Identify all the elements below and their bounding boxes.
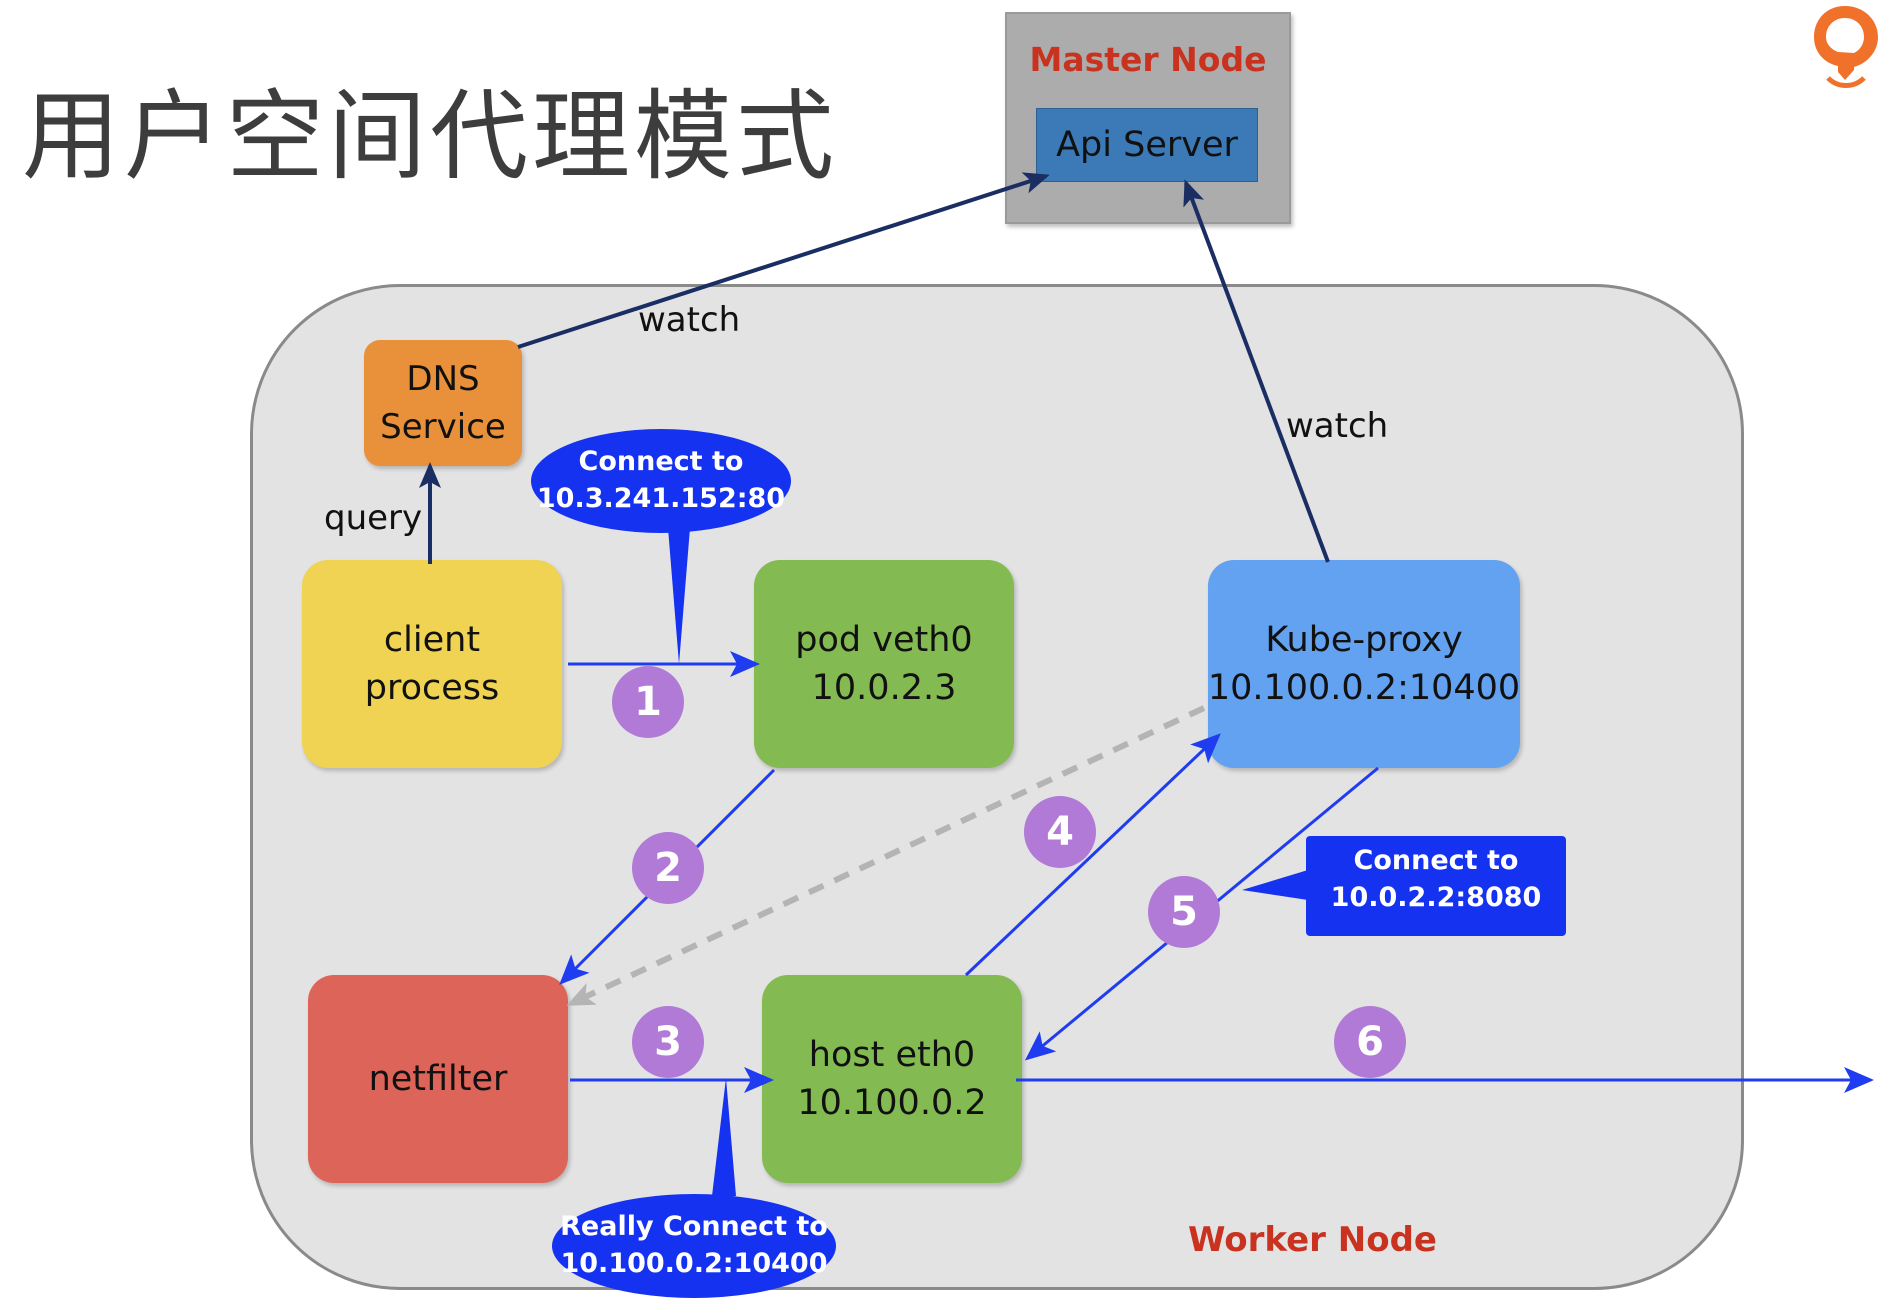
really-connect-callout-text: Really Connect to 10.100.0.2:10400 [560, 1211, 828, 1279]
dns-watch-arrow [517, 172, 1050, 349]
host-eth0-label: host eth0 10.100.0.2 [797, 1035, 987, 1123]
kube-proxy-netfilter-dashed-arrow [566, 705, 1206, 1007]
client-process-label: client process [364, 620, 500, 708]
step-1-badge: 1 [612, 666, 684, 738]
netfilter-box: netfilter [308, 975, 568, 1183]
kube-proxy-label: Kube-proxy 10.100.0.2:10400 [1207, 620, 1521, 708]
brand-logo-icon [1814, 6, 1878, 88]
connect-service-callout-bubble [531, 429, 791, 533]
host-eth0-box: host eth0 10.100.0.2 [762, 975, 1022, 1183]
client-process-box: client process [302, 560, 562, 768]
step-3-badge: 3 [632, 1006, 704, 1078]
host-to-kube-proxy-arrow [964, 733, 1221, 977]
connect-service-callout-tail [668, 528, 690, 664]
pod-veth0-box: pod veth0 10.0.2.3 [754, 560, 1014, 768]
worker-node-label: Worker Node [1188, 1220, 1437, 1260]
kube-proxy-box: Kube-proxy 10.100.0.2:10400 [1208, 560, 1520, 768]
master-node-label: Master Node [1029, 40, 1267, 79]
query-label: query [324, 498, 423, 538]
really-connect-callout-bubble [552, 1194, 836, 1298]
api-server-box: Api Server [1036, 108, 1258, 182]
step-2-badge: 2 [632, 832, 704, 904]
api-server-label: Api Server [1056, 125, 1238, 165]
step-5-badge: 5 [1148, 876, 1220, 948]
connect-pod-callout-text: Connect to 10.0.2.2:8080 [1330, 845, 1542, 913]
step-6-badge: 6 [1334, 1006, 1406, 1078]
proxy-watch-label: watch [1286, 406, 1389, 446]
proxy-watch-arrow [1183, 179, 1330, 563]
page-title: 用户空间代理模式 [22, 80, 839, 194]
connect-pod-callout-bubble [1306, 836, 1566, 936]
really-connect-callout-tail [712, 1078, 736, 1196]
dns-service-label: DNS Service [380, 359, 506, 447]
dns-service-box: DNS Service [364, 340, 522, 466]
netfilter-label: netfilter [368, 1059, 508, 1099]
connect-service-callout-text: Connect to 10.3.241.152:80 [536, 446, 786, 514]
step-4-badge: 4 [1024, 796, 1096, 868]
pod-veth0-label: pod veth0 10.0.2.3 [795, 620, 973, 708]
connect-pod-callout-tail [1242, 870, 1308, 900]
dns-watch-label: watch [638, 300, 741, 340]
